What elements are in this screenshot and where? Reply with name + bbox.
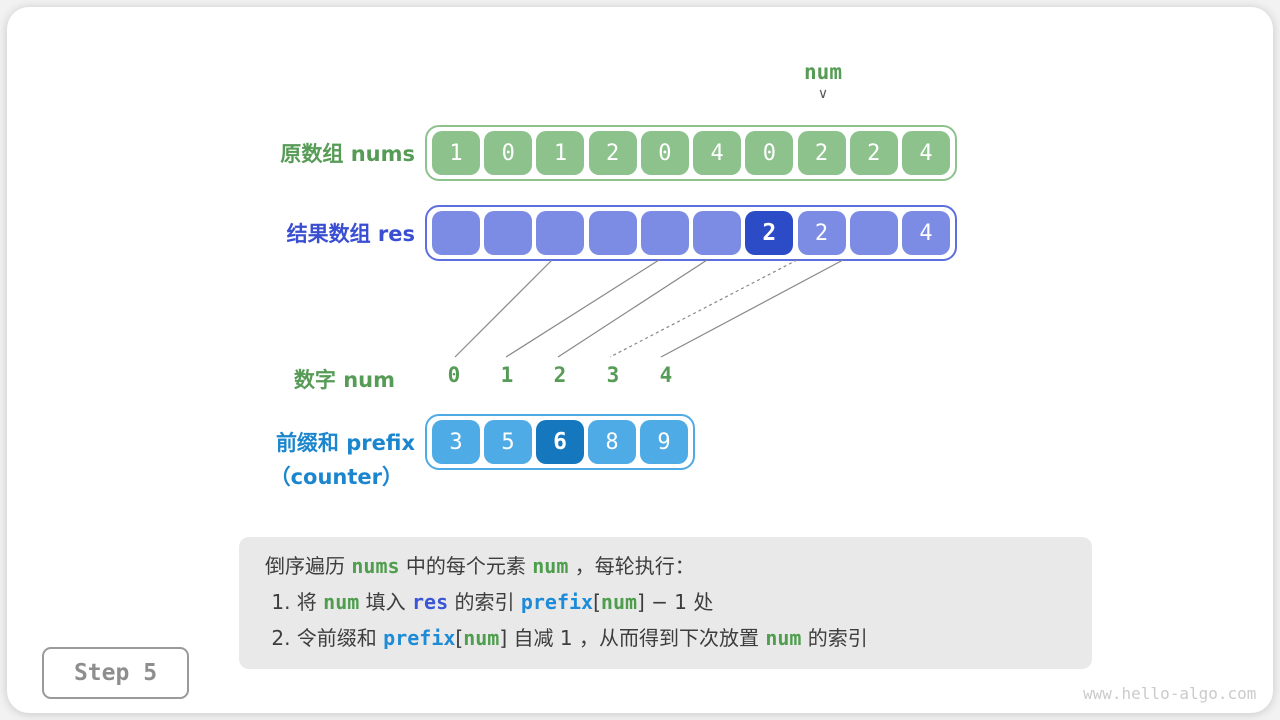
- code-token: num: [765, 626, 802, 650]
- note-text: ，每轮执行：: [568, 554, 695, 578]
- num-value: 1: [500, 363, 514, 387]
- note-text: 1. 将: [265, 590, 324, 614]
- note-text: 的索引: [448, 590, 521, 614]
- array-cell: 8: [588, 420, 636, 464]
- note-text: [: [593, 590, 601, 614]
- array-cell: [588, 211, 637, 255]
- connector-line: [609, 259, 798, 358]
- array-cell: 1: [536, 131, 585, 175]
- step-badge: Step 5: [42, 647, 189, 699]
- array-cell: 4: [901, 131, 950, 175]
- array-cell: 0: [745, 131, 794, 175]
- note-text: 中的每个元素: [399, 554, 533, 578]
- prefix-array-label: 前缀和 prefix: [275, 431, 415, 455]
- array-cell: 2: [797, 211, 846, 255]
- array-cell: 4: [693, 131, 742, 175]
- array-cell: 9: [640, 420, 688, 464]
- array-cell: [432, 211, 480, 255]
- note-line: 2. 令前缀和 prefix[num] 自减 1 ，从而得到下次放置 num 的…: [265, 620, 1092, 656]
- num-value: 4: [659, 363, 673, 387]
- prefix-array-sublabel: （counter）: [269, 465, 403, 489]
- array-cell: 0: [484, 131, 533, 175]
- note-text: 2. 令前缀和: [265, 626, 384, 650]
- code-token: num: [532, 554, 569, 578]
- num-value: 3: [606, 363, 620, 387]
- connector-line: [454, 259, 553, 358]
- code-token: res: [412, 590, 449, 614]
- arrow-down-icon: ∨: [817, 86, 829, 102]
- array-cell: [849, 211, 898, 255]
- code-token: prefix: [383, 626, 456, 650]
- note-text: [: [455, 626, 464, 650]
- array-cell: 6: [536, 420, 584, 464]
- num-value: 2: [553, 363, 567, 387]
- watermark: www.hello-algo.com: [1083, 684, 1257, 703]
- code-token: num: [323, 590, 360, 614]
- array-cell: 2: [797, 131, 846, 175]
- explanation-note: 倒序遍历 nums 中的每个元素 num ，每轮执行： 1. 将 num 填入 …: [239, 537, 1092, 669]
- num-value-row: 0 1 2 3 4: [425, 363, 695, 387]
- array-cell: [693, 211, 742, 255]
- array-cell: 2: [588, 131, 637, 175]
- array-cell: 0: [640, 131, 689, 175]
- array-cell: 5: [484, 420, 532, 464]
- res-array-label: 结果数组 res: [286, 222, 415, 246]
- code-token: num: [600, 590, 638, 614]
- connector-line: [660, 259, 844, 358]
- num-value: 0: [447, 363, 461, 387]
- connector-line: [557, 259, 708, 358]
- note-text: 倒序遍历: [265, 554, 352, 578]
- array-cell: 3: [432, 420, 480, 464]
- code-token: prefix: [520, 590, 594, 614]
- note-line: 倒序遍历 nums 中的每个元素 num ，每轮执行：: [265, 548, 1092, 584]
- num-pointer-label: num: [804, 60, 842, 84]
- code-token: nums: [351, 554, 400, 578]
- nums-array-label: 原数组 nums: [280, 142, 415, 166]
- note-text: ] − 1 处: [637, 590, 714, 614]
- diagram-card: num ∨ 原数组 nums 结果数组 res 数字 num 前缀和 prefi…: [7, 7, 1273, 713]
- connector-line: [505, 259, 660, 358]
- note-text: ] 自减 1 ，从而得到下次放置: [499, 626, 766, 650]
- code-token: num: [463, 626, 500, 650]
- note-text: 填入: [359, 590, 412, 614]
- note-text: 的索引: [801, 626, 868, 650]
- array-cell: 2: [849, 131, 898, 175]
- array-cell: [484, 211, 533, 255]
- num-row-label: 数字 num: [293, 368, 395, 392]
- array-cell: 4: [901, 211, 950, 255]
- array-cell: 2: [745, 211, 794, 255]
- array-cell: [640, 211, 689, 255]
- array-cell: [536, 211, 585, 255]
- note-line: 1. 将 num 填入 res 的索引 prefix[num] − 1 处: [265, 584, 1092, 620]
- array-cell: 1: [432, 131, 480, 175]
